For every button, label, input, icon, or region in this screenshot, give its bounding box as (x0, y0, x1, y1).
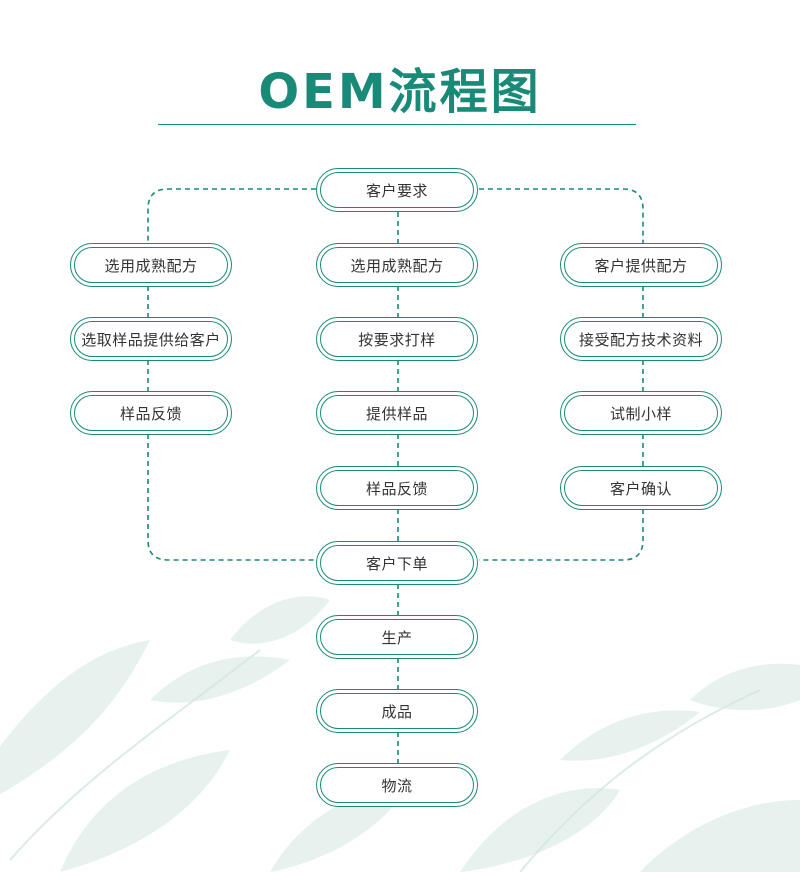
node-center-sample-feedback: 样品反馈 (316, 466, 478, 510)
connector-top-left (147, 188, 316, 243)
node-left-provide-sample: 选取样品提供给客户 (70, 317, 232, 361)
node-finished-product: 成品 (316, 689, 478, 733)
node-label: 提供样品 (365, 404, 428, 423)
node-logistics: 物流 (316, 763, 478, 807)
node-right-customer-formula: 客户提供配方 (560, 243, 722, 287)
node-label: 成品 (381, 702, 413, 721)
node-label: 生产 (381, 628, 413, 647)
node-center-select-formula: 选用成熟配方 (316, 243, 478, 287)
node-center-make-sample: 按要求打样 (316, 317, 478, 361)
node-label: 物流 (381, 776, 413, 795)
node-customer-order: 客户下单 (316, 541, 478, 585)
node-label: 样品反馈 (365, 479, 428, 498)
node-left-select-formula: 选用成熟配方 (70, 243, 232, 287)
node-customer-request: 客户要求 (316, 168, 478, 212)
node-left-sample-feedback: 样品反馈 (70, 391, 232, 435)
page-title: OEM流程图 (258, 64, 542, 120)
node-label: 按要求打样 (358, 330, 436, 349)
node-label: 样品反馈 (119, 404, 182, 423)
node-label: 客户下单 (365, 554, 428, 573)
node-label: 接受配方技术资料 (578, 330, 703, 349)
node-right-customer-confirm: 客户确认 (560, 466, 722, 510)
node-label: 客户提供配方 (594, 256, 688, 275)
node-center-provide-sample: 提供样品 (316, 391, 478, 435)
connector-right-to-order (479, 509, 644, 561)
node-label: 试制小样 (609, 404, 672, 423)
node-label: 选用成熟配方 (350, 256, 444, 275)
title-divider (158, 124, 636, 125)
node-label: 选取样品提供给客户 (81, 330, 221, 349)
node-label: 客户要求 (365, 181, 428, 200)
node-label: 客户确认 (609, 479, 672, 498)
node-right-trial-sample: 试制小样 (560, 391, 722, 435)
node-production: 生产 (316, 615, 478, 659)
node-right-receive-docs: 接受配方技术资料 (560, 317, 722, 361)
node-label: 选用成熟配方 (104, 256, 198, 275)
connector-top-right (479, 188, 644, 243)
connector-left-to-order (147, 434, 316, 561)
